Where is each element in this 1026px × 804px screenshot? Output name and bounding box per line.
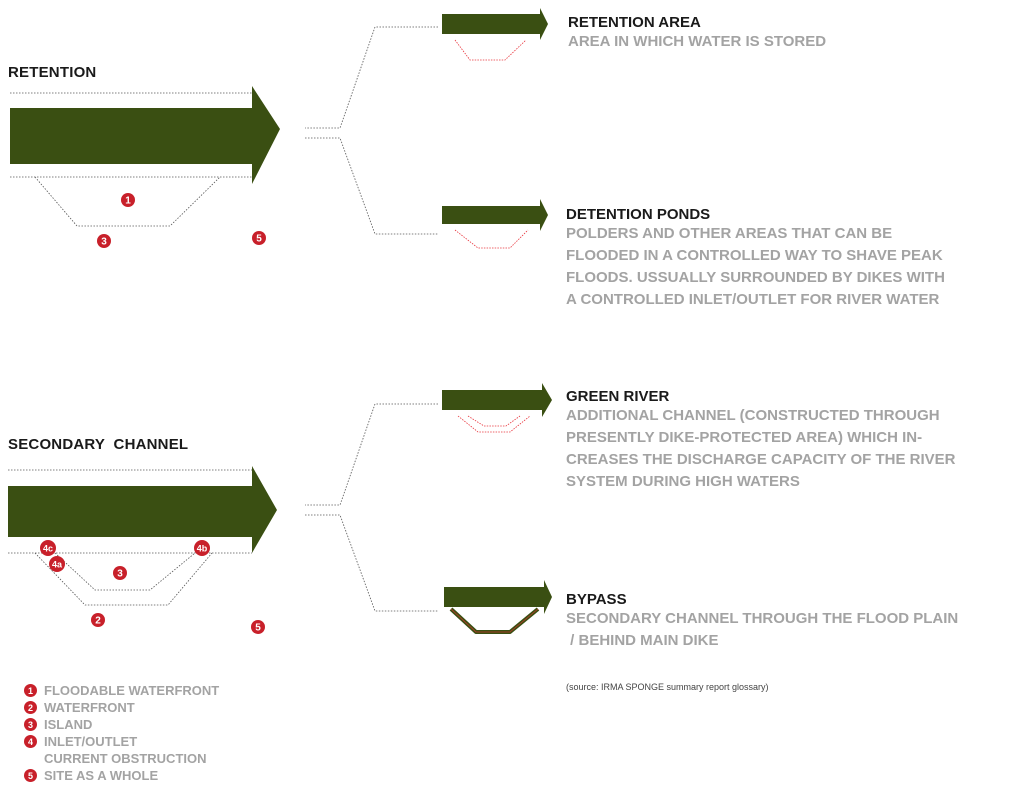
legend-item: 5 SITE AS A WHOLE bbox=[24, 767, 219, 784]
retention-badge-3: 3 bbox=[97, 234, 111, 248]
legend-number-badge: 5 bbox=[24, 769, 37, 782]
retention-main-arrow bbox=[10, 86, 280, 184]
svg-text:2: 2 bbox=[95, 616, 101, 627]
legend-number-badge: 4 bbox=[24, 735, 37, 748]
secondary-badge-2: 2 bbox=[91, 613, 105, 627]
legend-item: 3 ISLAND bbox=[24, 716, 219, 733]
legend-number-badge: 2 bbox=[24, 701, 37, 714]
detention-ponds-icon bbox=[442, 199, 548, 249]
bypass-description: SECONDARY CHANNEL THROUGH THE FLOOD PLAI… bbox=[566, 608, 958, 652]
secondary-bracket bbox=[305, 403, 438, 612]
legend-label: ISLAND bbox=[44, 717, 93, 732]
legend-label: FLOODABLE WATERFRONT bbox=[44, 683, 220, 698]
svg-text:3: 3 bbox=[117, 569, 123, 580]
description-line: POLDERS AND OTHER AREAS THAT CAN BE bbox=[566, 225, 893, 242]
bypass-icon bbox=[444, 580, 552, 634]
secondary-main-arrow bbox=[8, 466, 277, 554]
legend-item: 1 FLOODABLE WATERFRONT bbox=[24, 682, 219, 699]
green-river-description: ADDITIONAL CHANNEL (CONSTRUCTED THROUGH … bbox=[566, 405, 956, 493]
secondary-badge-5: 5 bbox=[251, 620, 265, 634]
description-line: AREA IN WHICH WATER IS STORED bbox=[568, 33, 827, 50]
secondary-badge-4b: 4b bbox=[194, 540, 210, 556]
detention-ponds-title: DETENTION PONDS bbox=[566, 206, 711, 223]
description-line: SECONDARY CHANNEL THROUGH THE FLOOD PLAI… bbox=[566, 610, 959, 627]
legend-label: INLET/OUTLET bbox=[44, 734, 138, 749]
bypass-title: BYPASS bbox=[566, 591, 627, 608]
retention-section-title: RETENTION bbox=[8, 64, 97, 81]
description-line: / BEHIND MAIN DIKE bbox=[566, 632, 719, 649]
svg-text:4b: 4b bbox=[197, 544, 208, 554]
legend-label: SITE AS A WHOLE bbox=[44, 768, 159, 783]
retention-area-title: RETENTION AREA bbox=[568, 14, 701, 31]
description-line: FLOODED IN A CONTROLLED WAY TO SHAVE PEA… bbox=[566, 247, 943, 264]
description-line: A CONTROLLED INLET/OUTLET FOR RIVER WATE… bbox=[566, 291, 940, 308]
retention-floodplain-outline bbox=[34, 176, 221, 227]
legend-number-badge: 3 bbox=[24, 718, 37, 731]
svg-text:3: 3 bbox=[101, 237, 107, 248]
detention-ponds-block: DETENTION PONDS POLDERS AND OTHER AREAS … bbox=[566, 206, 945, 311]
retention-badge-5: 5 bbox=[252, 231, 266, 245]
secondary-badge-3: 3 bbox=[113, 566, 127, 580]
svg-text:4c: 4c bbox=[43, 544, 53, 554]
secondary-badge-4a: 4a bbox=[49, 556, 65, 572]
source-note: (source: IRMA SPONGE summary report glos… bbox=[566, 682, 769, 692]
svg-text:4a: 4a bbox=[52, 560, 63, 570]
secondary-badge-4c: 4c bbox=[40, 540, 56, 556]
secondary-channel-section-title: SECONDARY CHANNEL bbox=[8, 436, 189, 453]
description-line: FLOODS. USSUALLY SURROUNDED BY DIKES WIT… bbox=[566, 269, 945, 286]
bypass-block: BYPASS SECONDARY CHANNEL THROUGH THE FLO… bbox=[566, 591, 958, 652]
legend: 1 FLOODABLE WATERFRONT 2 WATERFRONT 3 IS… bbox=[24, 682, 219, 784]
retention-area-icon bbox=[442, 8, 548, 61]
green-river-title: GREEN RIVER bbox=[566, 388, 670, 405]
svg-text:1: 1 bbox=[125, 196, 131, 207]
green-river-icon bbox=[442, 383, 552, 433]
retention-area-description: AREA IN WHICH WATER IS STORED bbox=[568, 31, 826, 53]
description-line: ADDITIONAL CHANNEL (CONSTRUCTED THROUGH bbox=[566, 407, 940, 424]
legend-item-continuation: CURRENT OBSTRUCTION bbox=[24, 750, 219, 767]
retention-bracket bbox=[305, 26, 438, 235]
retention-area-block: RETENTION AREA AREA IN WHICH WATER IS ST… bbox=[568, 14, 826, 53]
svg-text:5: 5 bbox=[256, 234, 262, 245]
description-line: PRESENTLY DIKE-PROTECTED AREA) WHICH IN- bbox=[566, 429, 923, 446]
legend-label: WATERFRONT bbox=[44, 700, 135, 715]
legend-label: CURRENT OBSTRUCTION bbox=[44, 751, 207, 766]
legend-number-badge: 1 bbox=[24, 684, 37, 697]
legend-item: 4 INLET/OUTLET bbox=[24, 733, 219, 750]
green-river-block: GREEN RIVER ADDITIONAL CHANNEL (CONSTRUC… bbox=[566, 388, 956, 493]
svg-text:5: 5 bbox=[255, 623, 261, 634]
description-line: SYSTEM DURING HIGH WATERS bbox=[566, 473, 800, 490]
legend-item: 2 WATERFRONT bbox=[24, 699, 219, 716]
retention-badge-1: 1 bbox=[121, 193, 135, 207]
detention-ponds-description: POLDERS AND OTHER AREAS THAT CAN BE FLOO… bbox=[566, 223, 945, 311]
description-line: CREASES THE DISCHARGE CAPACITY OF THE RI… bbox=[566, 451, 956, 468]
secondary-channel-outlines bbox=[34, 552, 213, 606]
